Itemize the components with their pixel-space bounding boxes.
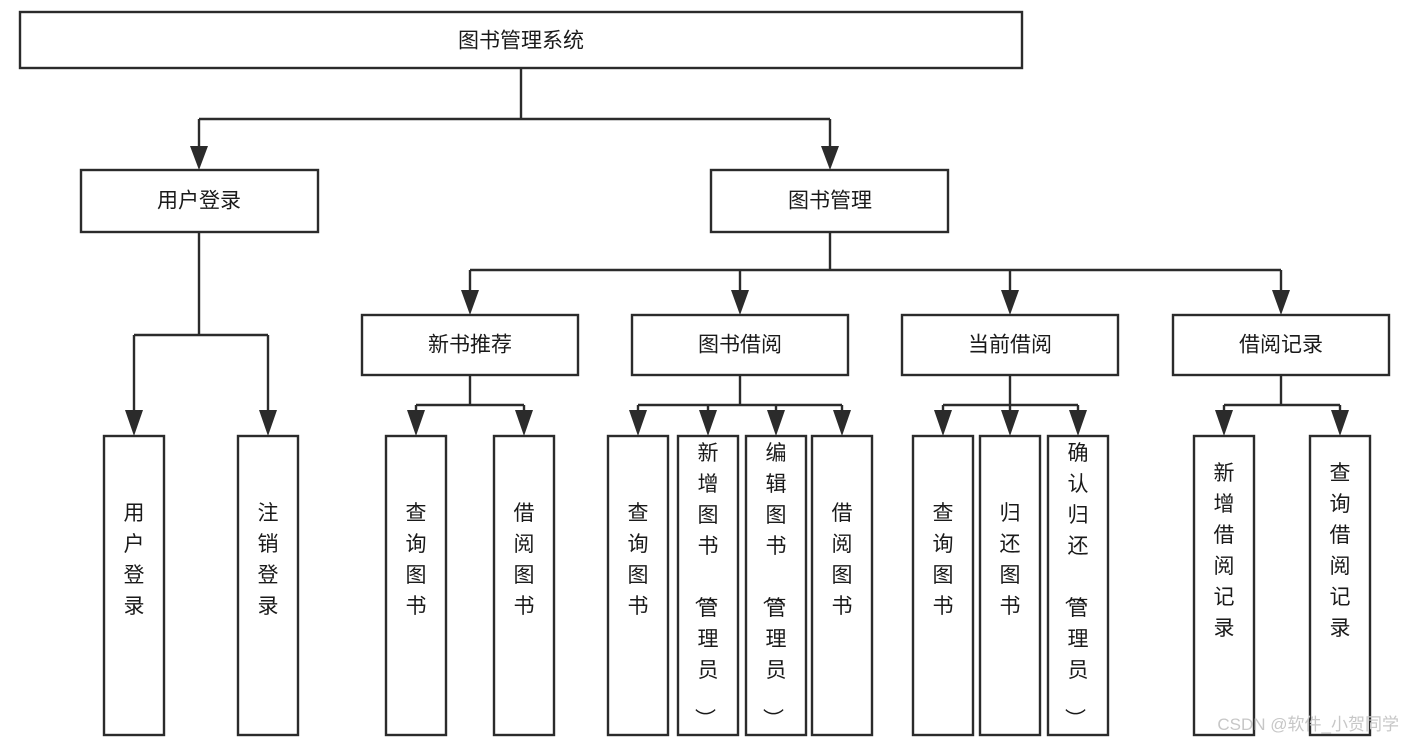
node-leaf-borrow-book-2-box[interactable] xyxy=(810,434,874,737)
node-leaf-add-book-label: 新增图书（管理员） xyxy=(693,442,719,729)
node-user-login[interactable]: 用户登录 xyxy=(79,168,320,234)
connector-group-current-borrow xyxy=(934,375,1087,436)
connector-group-book-manage xyxy=(461,232,1290,315)
arrow-to-user-login xyxy=(190,146,208,170)
arrow-to-leaf-query-book-2 xyxy=(629,410,647,436)
node-leaf-query-book-2-box[interactable] xyxy=(606,434,670,737)
arrow-to-leaf-edit-book xyxy=(767,410,785,436)
node-leaf-query-book-1-label: 查询图书 xyxy=(406,502,427,618)
node-leaf-query-book-1[interactable]: 查询图书 xyxy=(384,434,448,737)
arrow-to-leaf-borrow-book-2 xyxy=(833,410,851,436)
arrow-to-current-borrow xyxy=(1001,290,1019,315)
node-book-manage-box[interactable] xyxy=(709,168,950,234)
node-leaf-add-record[interactable]: 新增借阅记录 xyxy=(1192,434,1256,737)
node-borrow-record[interactable]: 借阅记录 xyxy=(1171,313,1391,377)
node-leaf-edit-book[interactable]: 编辑图书（管理员） xyxy=(744,434,808,737)
node-leaf-logout[interactable]: 注销登录 xyxy=(236,434,300,737)
node-leaf-borrow-book-1[interactable]: 借阅图书 xyxy=(492,434,556,737)
node-leaf-user-login-label: 用户登录 xyxy=(124,502,145,618)
node-leaf-confirm-return-box[interactable] xyxy=(1046,434,1110,737)
arrow-to-leaf-query-book-3 xyxy=(934,410,952,436)
node-leaf-borrow-book-1-label: 借阅图书 xyxy=(514,502,535,618)
connector-group-root xyxy=(190,68,839,170)
node-current-borrow[interactable]: 当前借阅 xyxy=(900,313,1120,377)
node-leaf-add-book[interactable]: 新增图书（管理员） xyxy=(676,434,740,737)
node-root-label: 图书管理系统 xyxy=(458,30,584,53)
node-leaf-edit-book-label: 编辑图书（管理员） xyxy=(761,442,787,729)
arrow-to-leaf-logout xyxy=(259,410,277,436)
node-leaf-edit-book-box[interactable] xyxy=(744,434,808,737)
arrow-to-leaf-user-login xyxy=(125,410,143,436)
connector-group-new-book-rec xyxy=(407,375,533,436)
arrow-to-leaf-query-record xyxy=(1331,410,1349,436)
node-book-borrow-label: 图书借阅 xyxy=(698,334,782,357)
arrow-to-borrow-record xyxy=(1272,290,1290,315)
csdn-watermark: CSDN @软件_小贺同学 xyxy=(1217,715,1399,734)
arrow-to-book-manage xyxy=(821,146,839,170)
connector-group-user-login xyxy=(125,232,277,436)
arrow-to-new-book-rec xyxy=(461,290,479,315)
node-new-book-rec-label: 新书推荐 xyxy=(428,334,512,357)
node-leaf-return-book-box[interactable] xyxy=(978,434,1042,737)
arrow-to-leaf-add-book xyxy=(699,410,717,436)
arrow-to-leaf-borrow-book-1 xyxy=(515,410,533,436)
arrow-to-leaf-confirm-return xyxy=(1069,410,1087,436)
node-root[interactable]: 图书管理系统 xyxy=(18,10,1024,70)
node-new-book-rec-box[interactable] xyxy=(360,313,580,377)
arrow-to-book-borrow xyxy=(731,290,749,315)
arrow-to-leaf-query-book-1 xyxy=(407,410,425,436)
node-leaf-query-record-box[interactable] xyxy=(1308,434,1372,737)
node-book-borrow-box[interactable] xyxy=(630,313,850,377)
node-leaf-add-book-box[interactable] xyxy=(676,434,740,737)
node-leaf-query-book-3-box[interactable] xyxy=(911,434,975,737)
node-new-book-rec[interactable]: 新书推荐 xyxy=(360,313,580,377)
node-leaf-add-record-box[interactable] xyxy=(1192,434,1256,737)
node-borrow-record-label: 借阅记录 xyxy=(1239,334,1323,357)
node-leaf-add-record-label: 新增借阅记录 xyxy=(1214,462,1235,640)
node-leaf-user-login[interactable]: 用户登录 xyxy=(102,434,166,737)
node-borrow-record-box[interactable] xyxy=(1171,313,1391,377)
node-book-manage[interactable]: 图书管理 xyxy=(709,168,950,234)
node-leaf-query-book-3[interactable]: 查询图书 xyxy=(911,434,975,737)
node-leaf-confirm-return-label: 确认归还（管理员） xyxy=(1063,442,1089,729)
node-leaf-logout-label: 注销登录 xyxy=(258,502,279,618)
node-book-borrow[interactable]: 图书借阅 xyxy=(630,313,850,377)
node-leaf-query-book-1-box[interactable] xyxy=(384,434,448,737)
connector-group-book-borrow xyxy=(629,375,851,436)
node-user-login-box[interactable] xyxy=(79,168,320,234)
node-leaf-user-login-box[interactable] xyxy=(102,434,166,737)
node-leaf-borrow-book-1-box[interactable] xyxy=(492,434,556,737)
node-leaf-logout-box[interactable] xyxy=(236,434,300,737)
node-current-borrow-box[interactable] xyxy=(900,313,1120,377)
node-leaf-borrow-book-2[interactable]: 借阅图书 xyxy=(810,434,874,737)
node-leaf-return-book-label: 归还图书 xyxy=(1000,502,1021,618)
node-root-box[interactable] xyxy=(18,10,1024,70)
node-leaf-query-book-2[interactable]: 查询图书 xyxy=(606,434,670,737)
node-user-login-label: 用户登录 xyxy=(157,190,241,213)
connector-group-borrow-record xyxy=(1215,375,1349,436)
arrow-to-leaf-add-record xyxy=(1215,410,1233,436)
node-leaf-return-book[interactable]: 归还图书 xyxy=(978,434,1042,737)
node-leaf-query-book-3-label: 查询图书 xyxy=(933,502,954,618)
arrow-to-leaf-return-book xyxy=(1001,410,1019,436)
node-leaf-query-record[interactable]: 查询借阅记录 xyxy=(1308,434,1372,737)
node-current-borrow-label: 当前借阅 xyxy=(968,334,1052,357)
node-leaf-query-record-label: 查询借阅记录 xyxy=(1330,462,1351,640)
node-book-manage-label: 图书管理 xyxy=(788,190,872,213)
node-leaf-query-book-2-label: 查询图书 xyxy=(628,502,649,618)
node-leaf-confirm-return[interactable]: 确认归还（管理员） xyxy=(1046,434,1110,737)
node-leaf-borrow-book-2-label: 借阅图书 xyxy=(832,502,853,618)
